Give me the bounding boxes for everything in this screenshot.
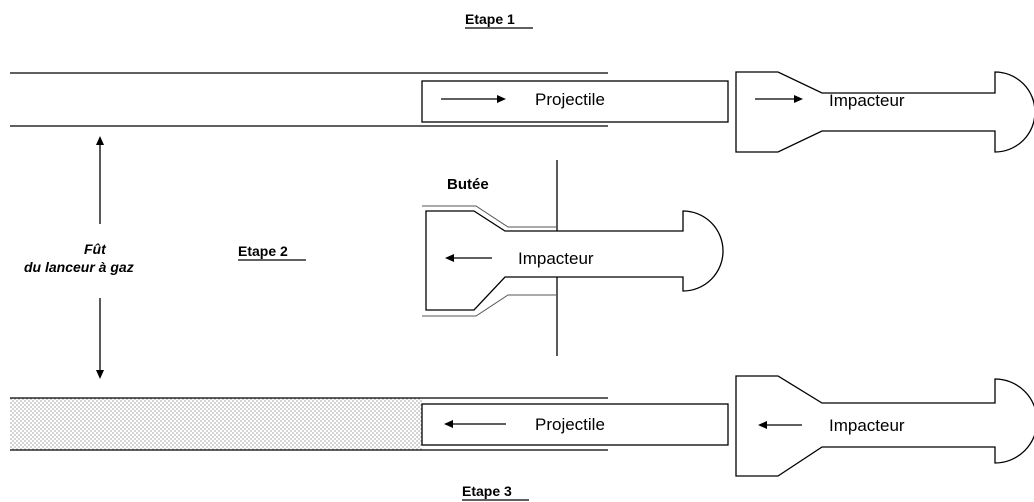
step3-title: Etape 3 (462, 483, 512, 499)
barrel-label-line1: Fût (84, 241, 107, 257)
barrel-down-arrow (96, 298, 104, 379)
step1-projectile (421, 80, 729, 123)
step2-impacteur-label: Impacteur (518, 249, 594, 268)
step2-impacteur (425, 210, 724, 311)
step3-barrel (10, 397, 608, 451)
step1-impacteur (735, 71, 1034, 153)
step2-butee-outline (422, 205, 557, 317)
step2-title: Etape 2 (238, 243, 288, 259)
step3-gas-fill (10, 398, 422, 450)
butee-label: Butée (447, 176, 489, 193)
step1-barrel (10, 72, 608, 127)
step1-impacteur-arrow-right (755, 95, 803, 103)
step3-impacteur-arrow-left (758, 421, 802, 429)
step3-impacteur (735, 375, 1034, 477)
step1-projectile-label: Projectile (535, 90, 605, 109)
step2-impacteur-arrow-left (445, 254, 492, 262)
step3-projectile-arrow-left (444, 420, 506, 428)
step3-projectile-label: Projectile (535, 415, 605, 434)
step3-impacteur-label: Impacteur (829, 416, 905, 435)
step1-title: Etape 1 (465, 11, 515, 27)
barrel-label-line2: du lanceur à gaz (24, 259, 134, 275)
barrel-up-arrow (96, 136, 104, 224)
step1-impacteur-label: Impacteur (829, 91, 905, 110)
step1-projectile-arrow-right (441, 95, 506, 103)
